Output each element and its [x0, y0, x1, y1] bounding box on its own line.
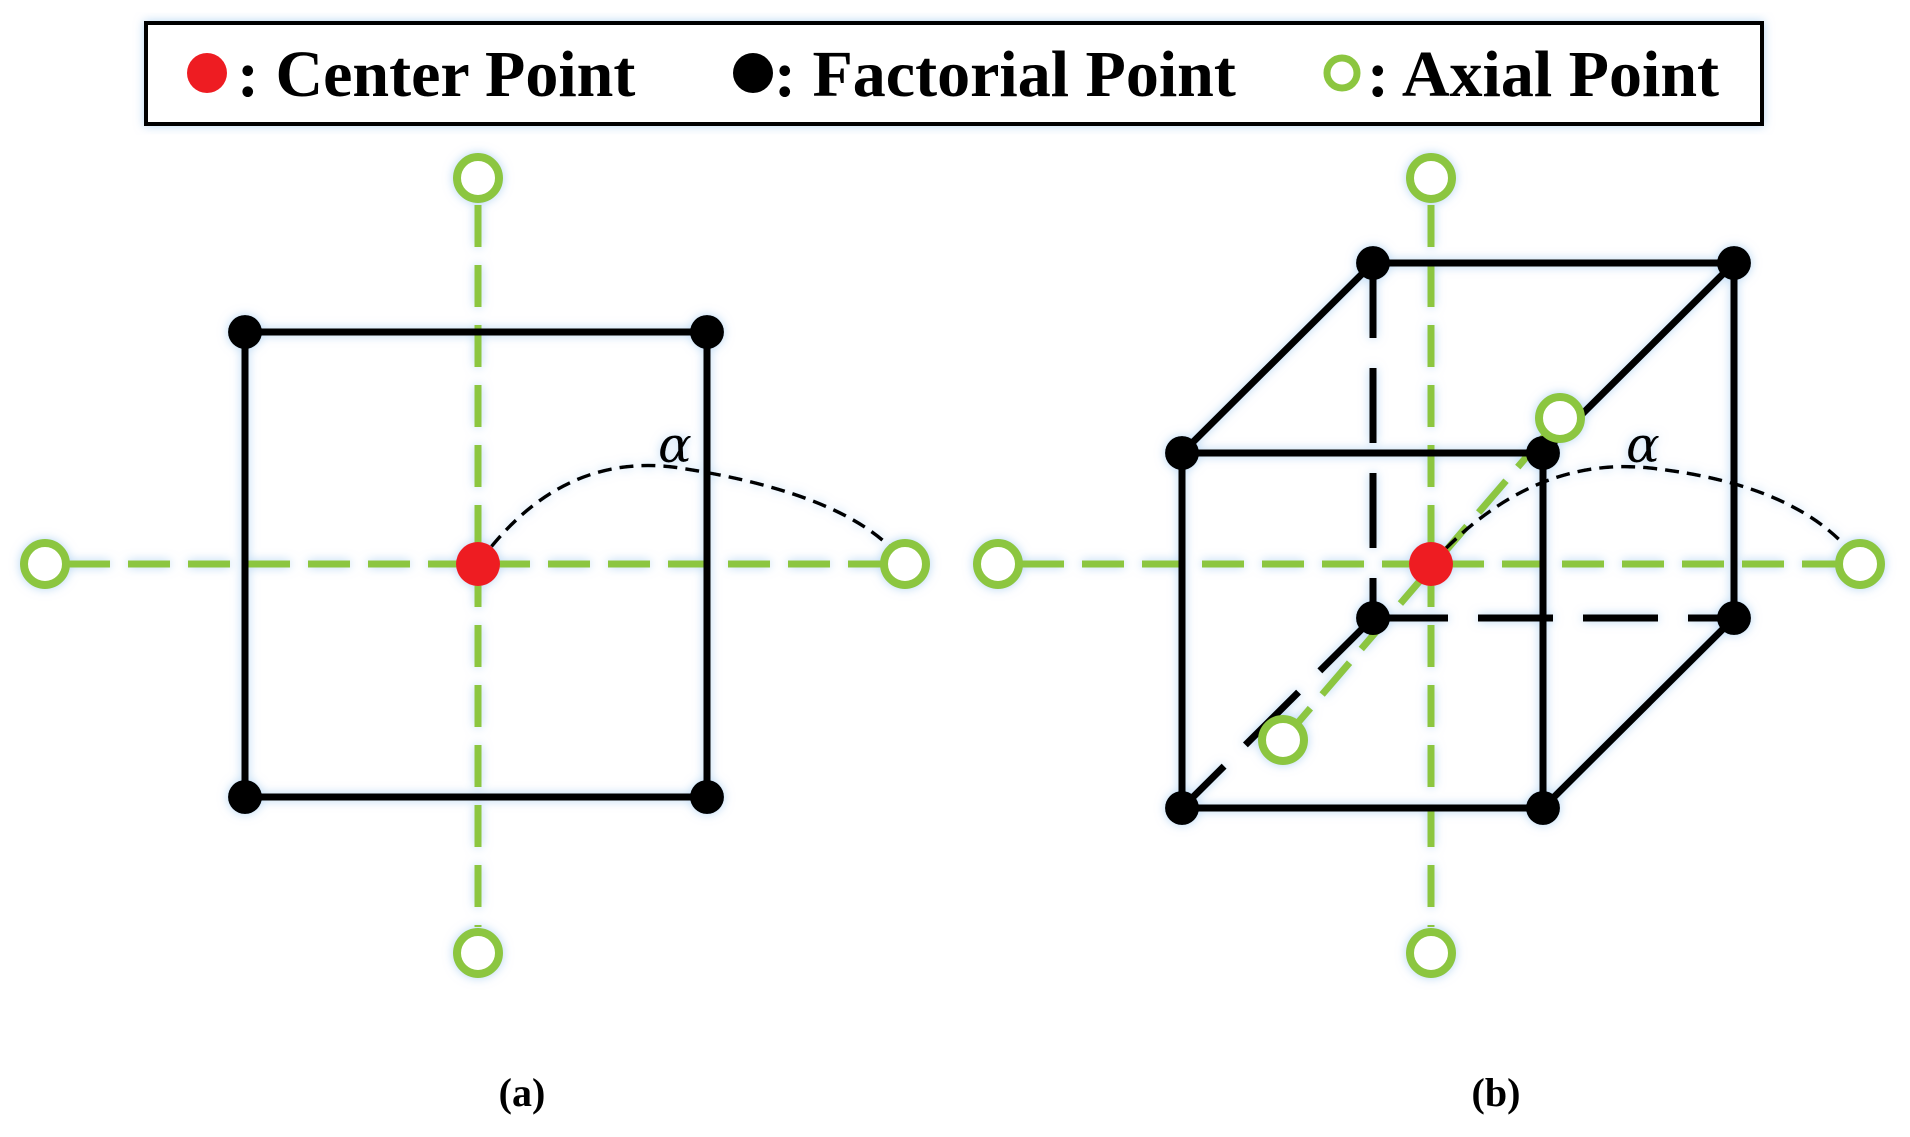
factorial-point	[1356, 246, 1390, 280]
legend-axial-point-marker	[1323, 54, 1361, 92]
factorial-point	[1717, 246, 1751, 280]
cube-hidden-edge	[1179, 615, 1376, 811]
alpha-label: α	[658, 416, 692, 474]
factorial-point	[1356, 601, 1390, 635]
axial-point	[1835, 539, 1885, 589]
factorial-point	[1165, 791, 1199, 825]
panel-a: α	[20, 153, 930, 978]
caption-a: (a)	[499, 1070, 546, 1115]
caption-b: (b)	[1472, 1070, 1521, 1115]
legend-center-label: : Center Point	[237, 38, 635, 111]
axial-point	[880, 539, 930, 589]
center-point	[456, 542, 500, 586]
axial-point	[453, 928, 503, 978]
factorial-point	[228, 780, 262, 814]
legend-factorial-point-marker	[733, 53, 773, 93]
legend-factorial-label: : Factorial Point	[774, 38, 1236, 111]
factorial-point	[1526, 436, 1560, 470]
alpha-arc	[476, 463, 907, 566]
factorial-point	[1717, 601, 1751, 635]
axial-point	[1406, 153, 1456, 203]
alpha-arc	[1429, 464, 1862, 566]
axial-point	[1406, 928, 1456, 978]
factorial-point	[690, 315, 724, 349]
axial-point	[453, 153, 503, 203]
panel-b: α	[973, 153, 1885, 978]
axial-point	[1535, 393, 1585, 443]
alpha-label: α	[1626, 416, 1660, 474]
factorial-square	[241, 328, 711, 801]
factorial-point	[1526, 791, 1560, 825]
axial-point	[1258, 715, 1308, 765]
center-point	[1409, 542, 1453, 586]
axial-point	[973, 539, 1023, 589]
factorial-point	[690, 780, 724, 814]
legend-center-point-marker	[187, 53, 227, 93]
legend: : Center Point : Factorial Point : Axial…	[144, 21, 1764, 126]
factorial-point	[1165, 436, 1199, 470]
factorial-point	[228, 315, 262, 349]
legend-box	[144, 21, 1764, 126]
axial-point	[20, 539, 70, 589]
legend-axial-label: : Axial Point	[1367, 38, 1719, 111]
